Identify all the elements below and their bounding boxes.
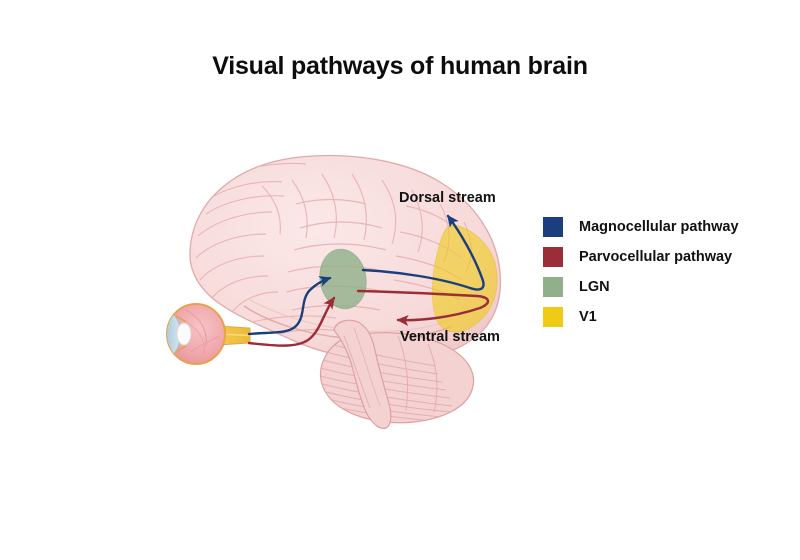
legend-item-parvocellular: Parvocellular pathway	[543, 242, 783, 272]
page-title: Visual pathways of human brain	[212, 52, 588, 80]
lgn-swatch	[543, 277, 563, 297]
legend-label-v1: V1	[579, 309, 597, 325]
legend-item-lgn: LGN	[543, 272, 783, 302]
primary-visual-cortex	[431, 223, 498, 333]
lens	[176, 322, 192, 346]
ventral-stream-label: Ventral stream	[400, 329, 500, 345]
legend-label-magnocellular: Magnocellular pathway	[579, 219, 739, 235]
legend-label-parvocellular: Parvocellular pathway	[579, 249, 733, 265]
legend: Magnocellular pathway Parvocellular path…	[543, 212, 783, 332]
parvocellular-pathway-swatch	[543, 247, 563, 267]
magnocellular-pathway-swatch	[543, 217, 563, 237]
legend-item-v1: V1	[543, 302, 783, 332]
legend-label-lgn: LGN	[579, 279, 610, 295]
brainstem-group	[333, 319, 392, 429]
dorsal-stream-label: Dorsal stream	[399, 190, 496, 206]
parvocellular-pathway-line	[247, 296, 336, 347]
legend-item-magnocellular: Magnocellular pathway	[543, 212, 783, 242]
magnocellular-pathway-line	[247, 276, 332, 336]
v1-swatch	[543, 307, 563, 327]
parvocellular-v1-ventral-line	[356, 289, 490, 327]
eyeball-group	[166, 303, 251, 365]
magnocellular-v1-dorsal-line	[361, 214, 485, 291]
